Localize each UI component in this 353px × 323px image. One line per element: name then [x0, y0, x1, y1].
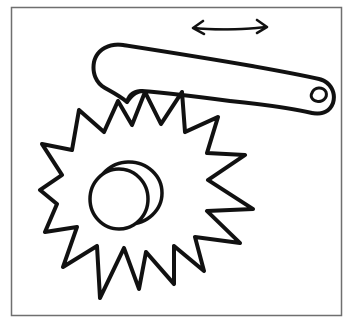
- double-arrow-icon: [193, 20, 267, 34]
- pawl-lever-icon: [93, 45, 333, 114]
- pivot-pin-icon: [311, 88, 326, 101]
- hub-front: [90, 169, 148, 229]
